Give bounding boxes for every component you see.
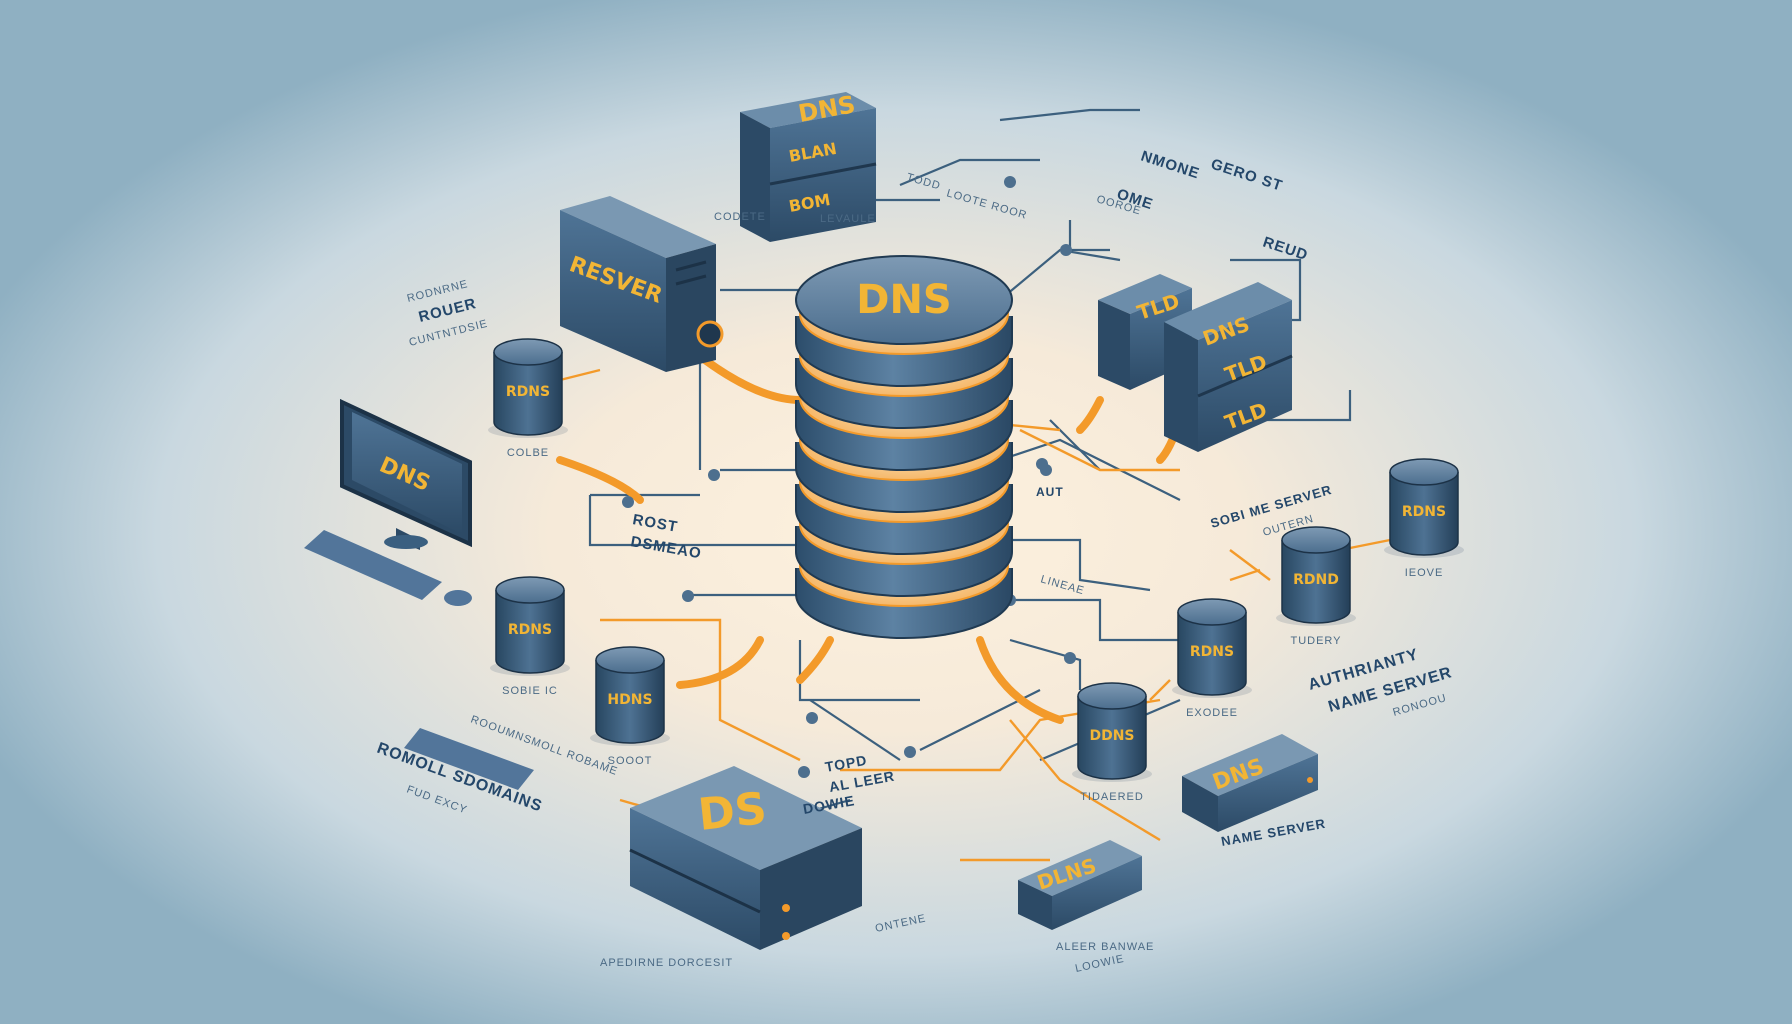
cylinder-label: DDNS	[1089, 728, 1134, 744]
cylinder-caption: COLBE	[507, 447, 549, 459]
label-top-level-1: TOPD	[824, 752, 869, 775]
center-dns-label: DNS	[856, 277, 952, 323]
label-top-right-1: GERO ST	[1209, 156, 1285, 195]
dns-cylinder[interactable]: RDNS COLBE	[488, 338, 568, 459]
cylinder-caption: TIDAERED	[1080, 791, 1144, 803]
dns-cylinder[interactable]: DDNS TIDAERED	[1072, 682, 1152, 803]
small-cylinders: RDNS COLBE RDNS SOBIE IC HDNS SOOOT DDNS TIDAER…	[488, 338, 1464, 803]
dns-cylinder[interactable]: RDNS EXODEE	[1172, 598, 1252, 719]
dns-cylinder[interactable]: RDNS IEOVE	[1384, 458, 1464, 579]
tld-cluster[interactable]: TLD DNS TLD TLD	[1098, 274, 1293, 452]
dns-cylinder[interactable]: RDND TUDERY	[1276, 526, 1356, 647]
bottom-mid-dlns-box[interactable]: DLNS ALEER BANWAE	[1018, 840, 1154, 953]
label-remote-domain-sub: FUD EXCY	[405, 784, 469, 817]
cylinder-label: HDNS	[607, 692, 652, 708]
dns-cylinder[interactable]: HDNS SOOOT	[590, 646, 670, 767]
cylinder-caption: SOBIE IC	[502, 685, 558, 697]
top-server-caption-right: LEVAULE	[820, 213, 876, 225]
cylinder-label: RDNS	[1190, 644, 1234, 660]
label-root-1: ROST	[631, 511, 679, 536]
cylinder-caption: TUDERY	[1290, 635, 1341, 647]
cylinder-label: RDNS	[506, 384, 550, 400]
cylinder-label: RDNS	[508, 622, 552, 638]
resolver-server[interactable]: RESVER	[560, 196, 724, 372]
keyboard[interactable]	[404, 728, 534, 790]
bottom-right-dns-box[interactable]: DNS NAME SERVER	[1182, 734, 1327, 849]
client-monitor[interactable]: DNS	[304, 398, 472, 606]
label-bottom-mid-sub: LOOWIE	[1074, 953, 1125, 975]
top-server-caption-left: CODETE	[714, 211, 766, 223]
cylinder-label: RDNS	[1402, 504, 1446, 520]
connection-wires	[588, 108, 1352, 842]
cylinder-caption: SOOOT	[608, 755, 653, 767]
cylinder-label: RDND	[1293, 572, 1339, 588]
label-aut: AUT	[1036, 485, 1064, 499]
label-lineae: LINEAE	[1039, 573, 1086, 597]
dlns-caption: ALEER BANWAE	[1056, 941, 1154, 953]
cylinder-caption: IEOVE	[1405, 567, 1444, 579]
central-dns-stack[interactable]: DNS	[795, 255, 1013, 639]
label-root-2: DSMEAO	[629, 533, 703, 562]
label-bottom-caption: ONTENE	[874, 912, 927, 935]
ds-label: DS	[696, 783, 769, 841]
top-dns-server[interactable]: DNS BLAN BOM CODETE LEVAULE	[714, 90, 877, 242]
bottom-left-ds-server[interactable]: DS APEDIRNE DORCESIT	[600, 766, 862, 969]
label-top-right-2: NMONE	[1139, 148, 1202, 183]
cylinder-caption: EXODEE	[1186, 707, 1238, 719]
label-top-small-2: LOOTE ROOR	[945, 187, 1028, 222]
dns-cylinder[interactable]: RDNS SOBIE IC	[490, 576, 570, 697]
junction-dots	[622, 176, 1076, 778]
ds-caption: APEDIRNE DORCESIT	[600, 957, 733, 969]
